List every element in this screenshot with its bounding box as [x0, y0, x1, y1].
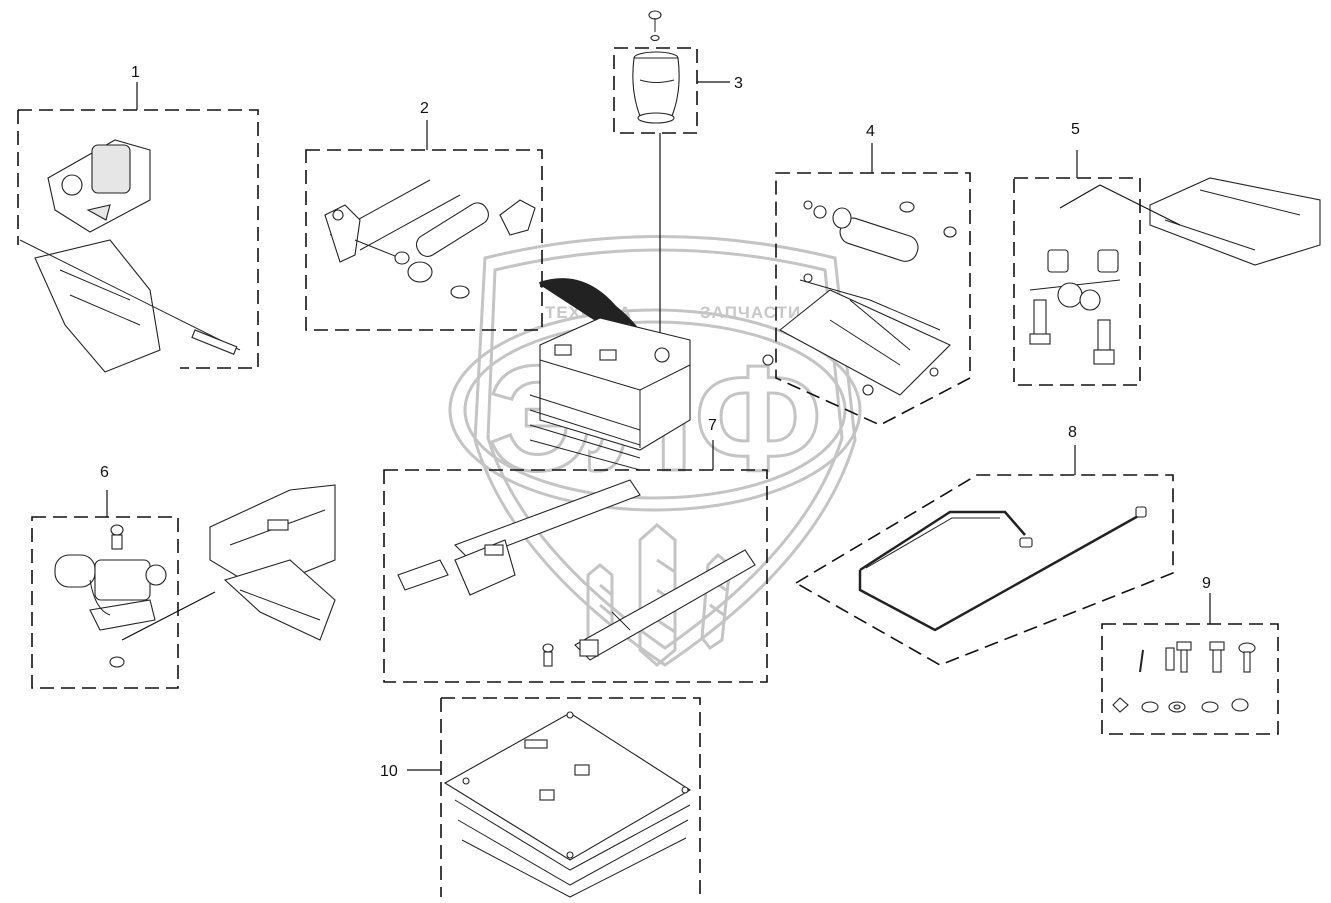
- part-group-8: 8: [794, 424, 1174, 666]
- shock-absorber-icon: [324, 179, 536, 299]
- callout-9: 9: [1202, 575, 1211, 592]
- compressor-icon: [54, 524, 216, 668]
- part-group-9: 9: [1101, 575, 1279, 735]
- part-group-10: 10: [380, 697, 701, 898]
- air-spring-icon: [632, 10, 680, 124]
- part-group-5: 5: [1013, 121, 1321, 386]
- part-group-7: 7: [383, 417, 768, 683]
- seat-frame-icon: [397, 479, 756, 667]
- part-group-1: 1: [17, 64, 259, 373]
- callout-7: 7: [708, 417, 717, 434]
- shock-absorber-icon: [762, 200, 957, 396]
- air-hose-icon: [858, 506, 1147, 632]
- callout-5: 5: [1071, 121, 1080, 138]
- callout-6: 6: [100, 464, 109, 481]
- part-group-3: 3: [613, 10, 743, 360]
- part-group-4: 4: [762, 123, 971, 426]
- callout-4: 4: [866, 123, 875, 140]
- seat-frame-icon: [209, 484, 336, 641]
- callout-2: 2: [420, 100, 429, 117]
- hardware-kit-icon: [1112, 641, 1256, 713]
- callout-1: 1: [131, 64, 140, 81]
- part-group-6: 6: [31, 464, 336, 689]
- hardware-kit-icon: [1029, 177, 1321, 365]
- part-group-2: 2: [305, 100, 543, 331]
- seat-frame-icon: [19, 139, 241, 373]
- callout-3: 3: [734, 75, 743, 92]
- callout-8: 8: [1068, 424, 1077, 441]
- callout-10: 10: [380, 763, 398, 780]
- seat-cushion-icon: [443, 711, 692, 898]
- seat-base-center: [529, 278, 691, 471]
- watermark-top-text-right: ЗАПЧАСТИ: [700, 303, 801, 322]
